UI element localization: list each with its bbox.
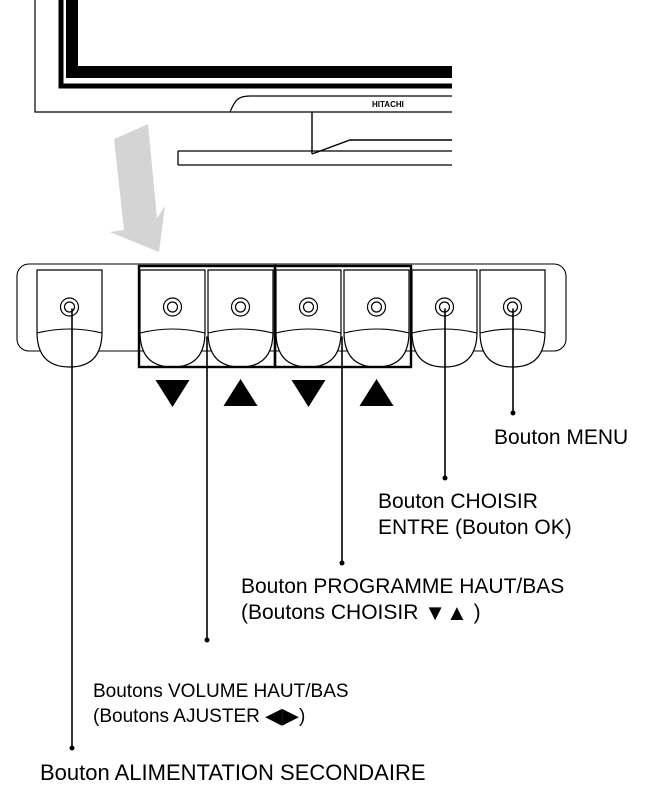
standby-button-seam [36,328,103,334]
program-down-button-seam [275,328,342,334]
program-down-button[interactable] [275,269,342,368]
volume-down-button[interactable] [139,269,206,368]
program-group-box [273,264,413,369]
select-button-label: Bouton CHOISIR ENTRE (Bouton OK) [378,490,572,539]
volume-buttons-label: Boutons VOLUME HAUT/BAS (Boutons AJUSTER… [93,681,349,729]
volume-down-button-seam [139,328,206,334]
arrows-layer [155,379,394,407]
program-down-down-arrow-icon [291,380,326,407]
tv-stand-neck-curve [311,139,452,155]
program-up-up-arrow-icon [359,379,394,406]
volume-up-button-ring [230,297,251,317]
volume-down-button-body[interactable] [139,269,206,368]
program-up-button-ring [366,297,387,317]
menu-leader-end [510,410,516,416]
program-down-button-center [302,301,315,313]
left-right-triangles-icon: ◀▶ [265,703,299,729]
volume-up-button-seam [207,328,274,334]
program-up-button-center [370,301,383,313]
volume-down-button-center [166,301,179,313]
standby-button-body[interactable] [36,269,103,368]
tv-stand-collar [229,95,452,113]
standby-button-center [63,301,76,313]
standby-leader-end [69,745,75,751]
brand-logo: HITACHI [372,100,404,109]
program-leader-end [339,560,345,566]
program-up-button-body[interactable] [343,269,410,368]
down-up-triangles-icon: ▼▲ [424,599,468,625]
volume-up-button-center [234,301,247,313]
tv-screen-edge [66,0,452,78]
program-down-button-ring [298,297,319,317]
volume-down-down-arrow-icon [155,380,190,407]
volume-up-button-body[interactable] [207,269,274,368]
menu-button-label: Bouton MENU [494,426,629,449]
volume-down-button-ring [162,297,183,317]
tv-illustration: HITACHI [34,0,452,166]
program-up-button-seam [343,328,410,334]
pointer-arrow [110,124,165,252]
volume-up-up-arrow-icon [223,379,258,406]
standby-button[interactable] [36,269,103,368]
program-down-button-body[interactable] [275,269,342,368]
tv-outer-frame [34,0,452,113]
tv-bezel [58,0,452,89]
volume-leader-end [204,637,210,643]
program-up-button[interactable] [343,269,410,368]
select-leader-end [442,475,448,481]
tv-stand-base [177,150,452,166]
standby-button-label: Bouton ALIMENTATION SECONDAIRE [40,760,426,785]
volume-up-button[interactable] [207,269,274,368]
standby-button-ring [59,297,80,317]
program-buttons-label: Bouton PROGRAMME HAUT/BAS (Boutons CHOIS… [241,575,565,625]
